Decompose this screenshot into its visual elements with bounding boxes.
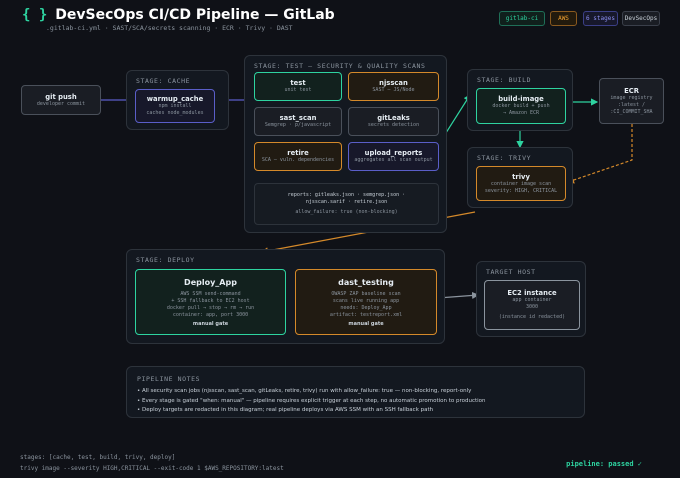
trivy-sub2: severity: HIGH, CRITICAL bbox=[484, 187, 558, 194]
dast-testing-line3: needs: Deploy_App bbox=[340, 304, 392, 311]
badge-stages: 6 stages bbox=[583, 11, 618, 26]
dast-testing-gate: manual gate bbox=[348, 320, 384, 327]
ec2-sub3: (instance id redacted) bbox=[498, 314, 566, 320]
stage-deploy: STAGE: DEPLOY Deploy_App AWS SSM send-co… bbox=[126, 249, 445, 344]
warmup-cache-sub2: caches node_modules bbox=[146, 110, 204, 116]
reports-line2: njsscan.sarif · retire.json bbox=[305, 199, 388, 205]
note-item: • All security scan jobs (njsscan, sast_… bbox=[137, 388, 472, 394]
deploy-app-line2: + SSH fallback to EC2 host bbox=[171, 297, 250, 304]
job-test: test unit test bbox=[254, 72, 342, 101]
ecr-sub2: :latest / bbox=[617, 101, 646, 108]
deploy-app-line1: AWS SSM send-command bbox=[180, 290, 241, 297]
build-image-sub2: → Amazon ECR bbox=[502, 110, 540, 116]
ecr-node: ECR image registry :latest / :CI_COMMIT_… bbox=[599, 78, 664, 124]
footer-stages: stages: [cache, test, build, trivy, depl… bbox=[20, 454, 176, 461]
stage-trivy-label: STAGE: TRIVY bbox=[477, 154, 532, 162]
trivy-node: trivy container image scan severity: HIG… bbox=[476, 166, 566, 201]
ec2-sub2: 3000 bbox=[525, 304, 539, 310]
job-upload-reports-sub: aggregates all scan output bbox=[354, 157, 433, 163]
ecr-sub3: :CI_COMMIT_SHA bbox=[610, 108, 653, 115]
git-push-node: git push developer commit bbox=[21, 85, 101, 115]
reports-line1: reports: gitleaks.json · semgrep.json · bbox=[287, 192, 406, 198]
edge-test-to-build bbox=[443, 93, 471, 137]
ec2-instance-node: EC2 instance app container 3000 (instanc… bbox=[484, 280, 580, 330]
page-title: DevSecOps CI/CD Pipeline — GitLab bbox=[55, 7, 335, 23]
warmup-cache-sub1: npm install bbox=[158, 103, 192, 109]
job-njsscan-title: njsscan bbox=[379, 79, 408, 87]
stage-cache: STAGE: CACHE warmup_cache npm install ca… bbox=[126, 70, 229, 130]
job-gitleaks-title: gitLeaks bbox=[377, 114, 410, 122]
job-sast-scan: sast_scan Semgrep · p/javascript bbox=[254, 107, 342, 136]
ecr-title: ECR bbox=[624, 86, 639, 95]
job-njsscan: njsscan SAST — JS/Node bbox=[348, 72, 439, 101]
deploy-app-line4: container: app, port 3000 bbox=[172, 311, 249, 318]
target-host-label: TARGET HOST bbox=[486, 268, 536, 276]
dast-testing-line4: artifact: testreport.xml bbox=[329, 311, 403, 318]
badge-aws: AWS bbox=[550, 11, 577, 26]
deploy-app-node: Deploy_App AWS SSM send-command + SSH fa… bbox=[135, 269, 286, 335]
job-test-sub: unit test bbox=[284, 87, 312, 93]
dast-testing-line2: scans live running app bbox=[332, 297, 400, 304]
job-retire-sub: SCA — vuln. dependencies bbox=[261, 157, 335, 163]
ec2-sub1: app container bbox=[512, 297, 552, 303]
header: { } DevSecOps CI/CD Pipeline — GitLab bbox=[22, 7, 335, 23]
note-item: • Deploy targets are redacted in this di… bbox=[137, 407, 434, 413]
trivy-title: trivy bbox=[512, 172, 530, 181]
deploy-app-gate: manual gate bbox=[192, 320, 229, 327]
stage-test-label: STAGE: TEST — SECURITY & QUALITY SCANS bbox=[254, 62, 426, 70]
job-test-title: test bbox=[290, 79, 306, 87]
job-retire-title: retire bbox=[287, 149, 309, 157]
job-sast-scan-sub: Semgrep · p/javascript bbox=[264, 122, 332, 128]
footer-trivy-cmd: trivy image --severity HIGH,CRITICAL --e… bbox=[20, 465, 284, 472]
job-njsscan-sub: SAST — JS/Node bbox=[372, 87, 415, 93]
job-retire: retire SCA — vuln. dependencies bbox=[254, 142, 342, 171]
pipeline-notes-heading: PIPELINE NOTES bbox=[137, 375, 201, 383]
trivy-sub1: container image scan bbox=[490, 180, 552, 187]
edge-ecr-to-trivy bbox=[566, 124, 633, 184]
stage-test: STAGE: TEST — SECURITY & QUALITY SCANS t… bbox=[244, 55, 447, 233]
ecr-sub1: image registry bbox=[610, 94, 653, 101]
job-sast-scan-title: sast_scan bbox=[279, 114, 317, 122]
stage-cache-label: STAGE: CACHE bbox=[136, 77, 191, 85]
note-item: • Every stage is gated "when: manual" — … bbox=[137, 397, 486, 404]
dast-testing-title: dast_testing bbox=[338, 277, 394, 287]
dast-testing-node: dast_testing OWASP ZAP baseline scan sca… bbox=[295, 269, 437, 335]
stage-trivy: STAGE: TRIVY trivy container image scan … bbox=[467, 147, 573, 208]
job-upload-reports: upload_reports aggregates all scan outpu… bbox=[348, 142, 439, 171]
ec2-title: EC2 instance bbox=[507, 289, 557, 297]
job-gitleaks: gitLeaks secrets detection bbox=[348, 107, 439, 136]
build-image-sub1: docker build + push bbox=[492, 103, 550, 109]
warmup-cache-node: warmup_cache npm install caches node_mod… bbox=[135, 89, 215, 123]
allow-failure-note: allow_failure: true (non-blocking) bbox=[295, 209, 398, 215]
pipeline-notes: PIPELINE NOTES • All security scan jobs … bbox=[126, 366, 585, 418]
badge-devsecops: DevSecOps bbox=[622, 11, 660, 26]
dast-testing-line1: OWASP ZAP baseline scan bbox=[331, 290, 401, 297]
stage-build-label: STAGE: BUILD bbox=[477, 76, 532, 84]
pipeline-status: pipeline: passed ✓ bbox=[566, 460, 642, 468]
deploy-app-line3: docker pull → stop → rm → run bbox=[166, 304, 255, 311]
build-image-title: build-image bbox=[498, 95, 544, 103]
stage-deploy-label: STAGE: DEPLOY bbox=[136, 256, 195, 264]
job-upload-reports-title: upload_reports bbox=[364, 149, 423, 157]
code-braces-icon: { } bbox=[22, 7, 48, 23]
deploy-app-title: Deploy_App bbox=[184, 277, 237, 287]
git-push-sub: developer commit bbox=[36, 100, 86, 107]
stage-target-host: TARGET HOST EC2 instance app container 3… bbox=[476, 261, 586, 337]
build-image-node: build-image docker build + push → Amazon… bbox=[476, 88, 566, 124]
git-push-title: git push bbox=[45, 92, 77, 101]
warmup-cache-title: warmup_cache bbox=[146, 95, 204, 103]
reports-summary-box: reports: gitleaks.json · semgrep.json · … bbox=[254, 183, 439, 225]
stage-build: STAGE: BUILD build-image docker build + … bbox=[467, 69, 573, 131]
page-subtitle: .gitlab-ci.yml · SAST/SCA/secrets scanni… bbox=[46, 24, 293, 32]
job-gitleaks-sub: secrets detection bbox=[367, 122, 420, 128]
badge-gitlab-ci: gitlab-ci bbox=[499, 11, 545, 26]
